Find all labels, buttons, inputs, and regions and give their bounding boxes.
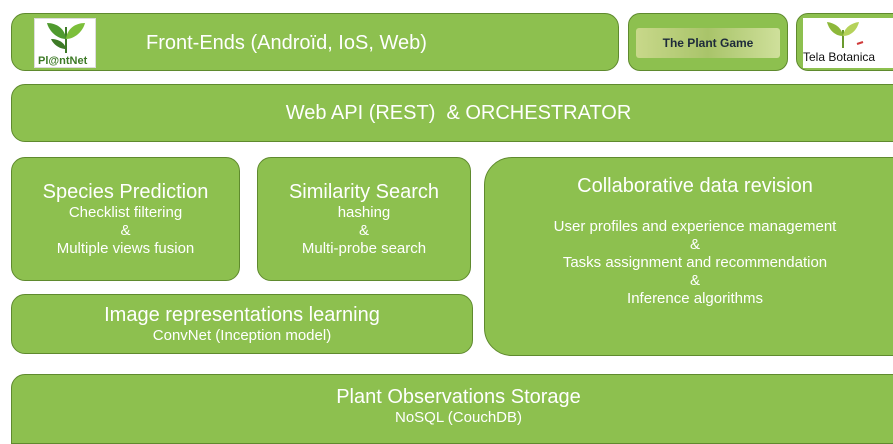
leaf-icon <box>47 23 85 53</box>
similarity-search-box: Similarity Search hashing & Multi-probe … <box>257 157 471 281</box>
web-api-title: Web API (REST) & ORCHESTRATOR <box>285 102 632 124</box>
plantnet-logo-text: Pl@ntNet <box>38 55 88 67</box>
similarity-line-2: Multi-probe search <box>301 240 427 257</box>
storage-box: Plant Observations Storage NoSQL (CouchD… <box>11 374 893 444</box>
plantnet-logo: Pl@ntNet <box>34 18 96 68</box>
collab-line-3: Inference algorithms <box>627 290 763 307</box>
storage-title: Plant Observations Storage <box>336 386 581 408</box>
collab-line-2: Tasks assignment and recommendation <box>562 254 828 271</box>
species-line-2: Multiple views fusion <box>56 240 195 257</box>
similarity-amp: & <box>358 222 369 239</box>
frontends-title: Front-Ends (Androïd, IoS, Web) <box>146 32 427 54</box>
image-representations-box: Image representations learning ConvNet (… <box>11 294 473 354</box>
similarity-line-1: hashing <box>337 204 391 221</box>
species-prediction-box: Species Prediction Checklist filtering &… <box>11 157 240 281</box>
collab-amp-1: & <box>689 236 700 253</box>
web-api-box: Web API (REST) & ORCHESTRATOR <box>11 84 893 142</box>
collab-line-1: User profiles and experience management <box>553 218 837 235</box>
species-amp: & <box>120 222 131 239</box>
plant-game-box: The Plant Game <box>628 13 788 71</box>
tela-botanica-logo: Tela Botanica <box>803 18 893 68</box>
collab-amp-2: & <box>689 272 700 289</box>
similarity-title: Similarity Search <box>288 181 440 203</box>
image-rep-title: Image representations learning <box>104 304 380 326</box>
collab-title: Collaborative data revision <box>577 175 813 197</box>
tela-botanica-box: Tela Botanica <box>796 13 893 71</box>
frontends-box: Pl@ntNet Front-Ends (Androïd, IoS, Web) <box>11 13 619 71</box>
sprout-icon <box>827 22 864 48</box>
species-title: Species Prediction <box>42 181 209 203</box>
storage-sub: NoSQL (CouchDB) <box>395 409 522 426</box>
plant-game-label: The Plant Game <box>662 36 754 50</box>
collaborative-box: Collaborative data revision User profile… <box>484 157 893 356</box>
image-rep-sub: ConvNet (Inception model) <box>152 327 332 344</box>
tela-botanica-label: Tela Botanica <box>803 50 876 64</box>
plant-game-logo: The Plant Game <box>636 28 780 58</box>
species-line-1: Checklist filtering <box>68 204 183 221</box>
